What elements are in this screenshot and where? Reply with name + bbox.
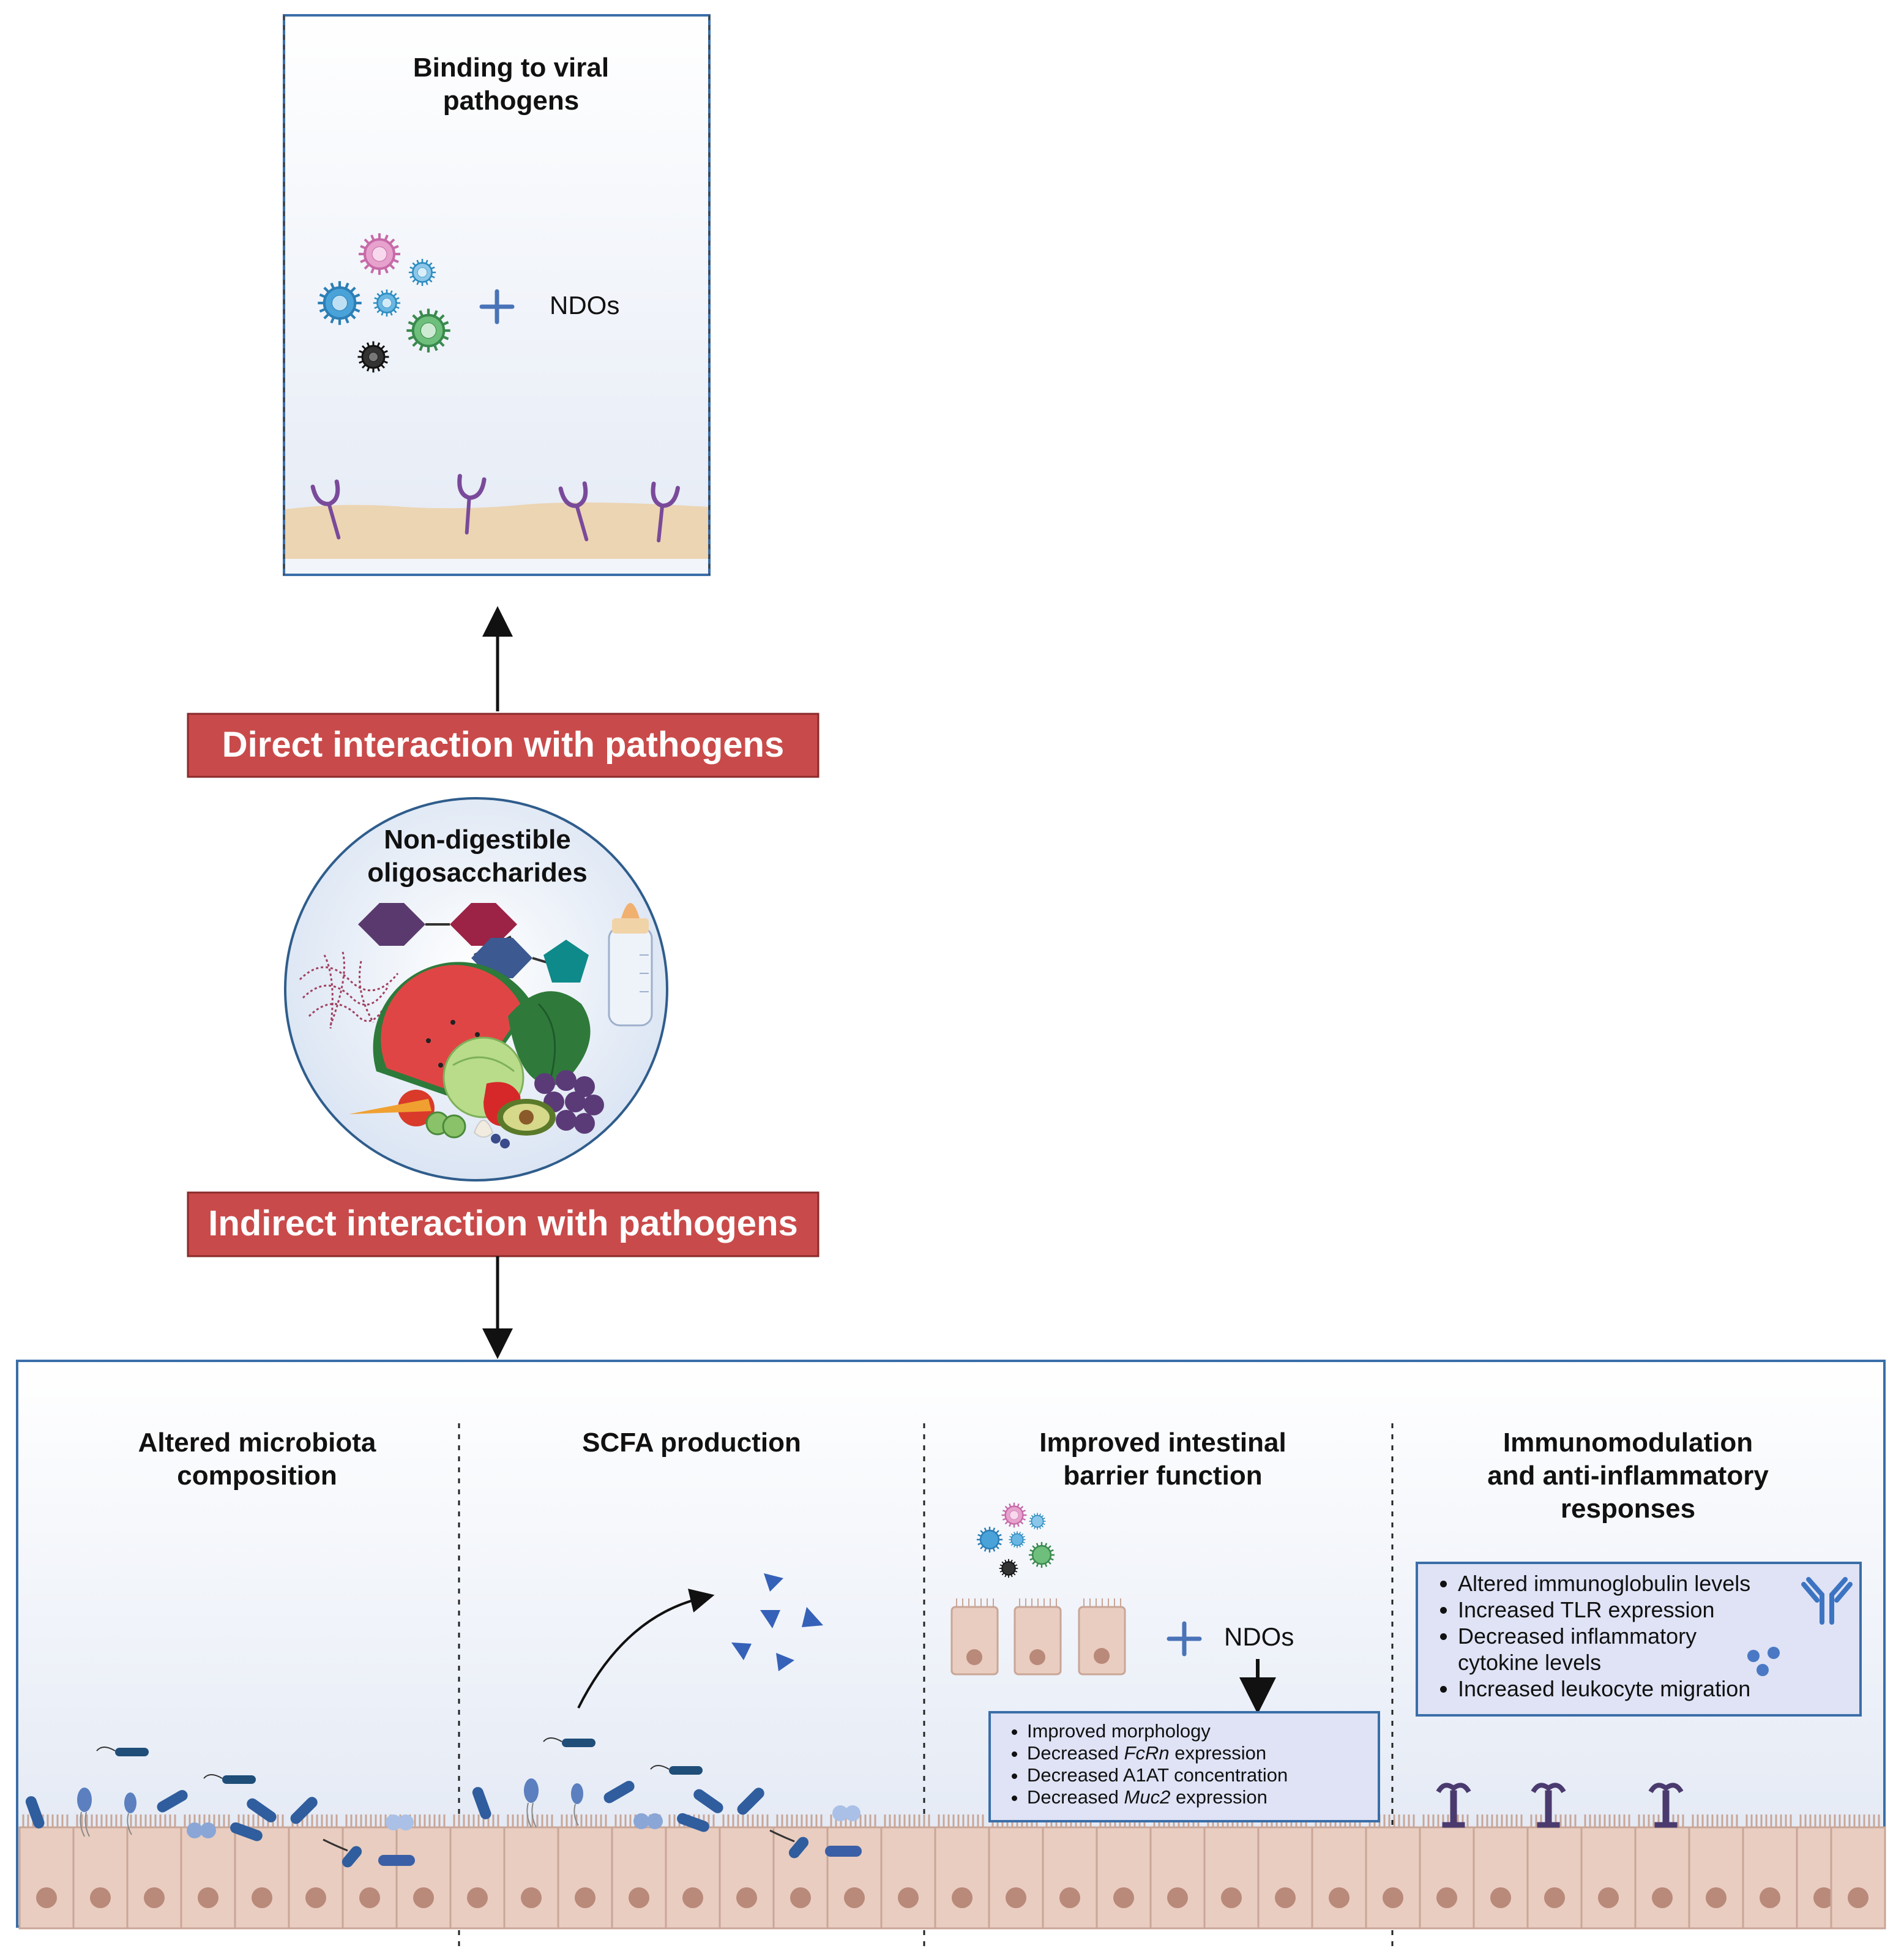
immune-item: Decreased inflammatory cytokine levels: [1458, 1623, 1721, 1676]
microbiota-title-line2: composition: [177, 1461, 337, 1491]
immune-item: Increased leukocyte migration: [1458, 1676, 1750, 1702]
immune-title-line2: and anti-inflammatory: [1487, 1461, 1769, 1491]
barrier-item: Decreased Muc2 expression: [1027, 1786, 1288, 1808]
barrier-item: Improved morphology: [1027, 1720, 1288, 1742]
barrier-item: Decreased FcRn expression: [1027, 1742, 1288, 1764]
scfa-triangle-icon: [731, 1573, 823, 1671]
immune-list-box: [1416, 1562, 1862, 1717]
pentagon-icon: [543, 940, 589, 983]
ndos-label-barrier: NDOs: [1224, 1622, 1294, 1651]
ndos-label-top: NDOs: [550, 291, 620, 320]
viral-binding-panel: [283, 14, 711, 576]
immune-effects-list: Altered immunoglobulin levels Increased …: [1426, 1570, 1750, 1702]
scfa-title: SCFA production: [520, 1426, 863, 1459]
microbiota-title-line1: Altered microbiota: [138, 1428, 376, 1458]
viral-binding-title-line2: pathogens: [442, 86, 580, 116]
cytokine-icon: [1747, 1647, 1780, 1676]
tlr-receptor-icon: [1436, 1783, 1684, 1828]
barrier-item: Decreased A1AT concentration: [1027, 1764, 1288, 1786]
epithelial-cell-icon: [18, 1813, 1886, 1930]
barrier-virus-icon: [976, 1502, 1056, 1579]
fruit-vegetable-icon: [349, 962, 604, 1148]
antibody-icon: [1801, 1577, 1853, 1625]
immune-item: Altered immunoglobulin levels: [1458, 1570, 1750, 1597]
barrier-list-box: [988, 1711, 1380, 1822]
immune-item: Increased TLR expression: [1458, 1597, 1750, 1623]
microbiota-title: Altered microbiota composition: [86, 1426, 428, 1492]
direct-banner: [187, 713, 819, 778]
baby-bottle-icon: [608, 903, 653, 1027]
viral-binding-title-line1: Binding to viral: [413, 53, 610, 83]
hexagon-icon: [358, 903, 564, 978]
indirect-banner: [187, 1191, 819, 1257]
fiber-icon: [299, 951, 399, 1029]
plus-icon: [479, 289, 515, 324]
viral-binding-title: Binding to viral pathogens: [346, 51, 676, 118]
immune-title-line1: Immunomodulation: [1503, 1428, 1753, 1458]
barrier-title: Improved intestinal barrier function: [985, 1426, 1340, 1492]
barrier-title-line2: barrier function: [1063, 1461, 1263, 1491]
ndo-title: Non-digestible oligosaccharides: [318, 823, 637, 889]
barrier-effects-list: Improved morphology Decreased FcRn expre…: [998, 1720, 1288, 1808]
barrier-title-line1: Improved intestinal: [1039, 1428, 1286, 1458]
immune-title-line3: responses: [1560, 1494, 1696, 1524]
virus-cluster-icon: [318, 232, 450, 373]
ndo-title-line2: oligosaccharides: [367, 858, 588, 888]
scfa-arrow: [577, 1589, 715, 1709]
ndo-title-line1: Non-digestible: [384, 825, 571, 855]
direct-banner-label: Direct interaction with pathogens: [222, 725, 785, 765]
scfa-title-line1: SCFA production: [582, 1428, 801, 1458]
immune-title: Immunomodulation and anti-inflammatory r…: [1444, 1426, 1812, 1526]
indirect-banner-label: Indirect interaction with pathogens: [208, 1204, 798, 1243]
barrier-plus-icon: [1167, 1621, 1202, 1657]
barrier-cells-icon: [950, 1598, 1126, 1676]
